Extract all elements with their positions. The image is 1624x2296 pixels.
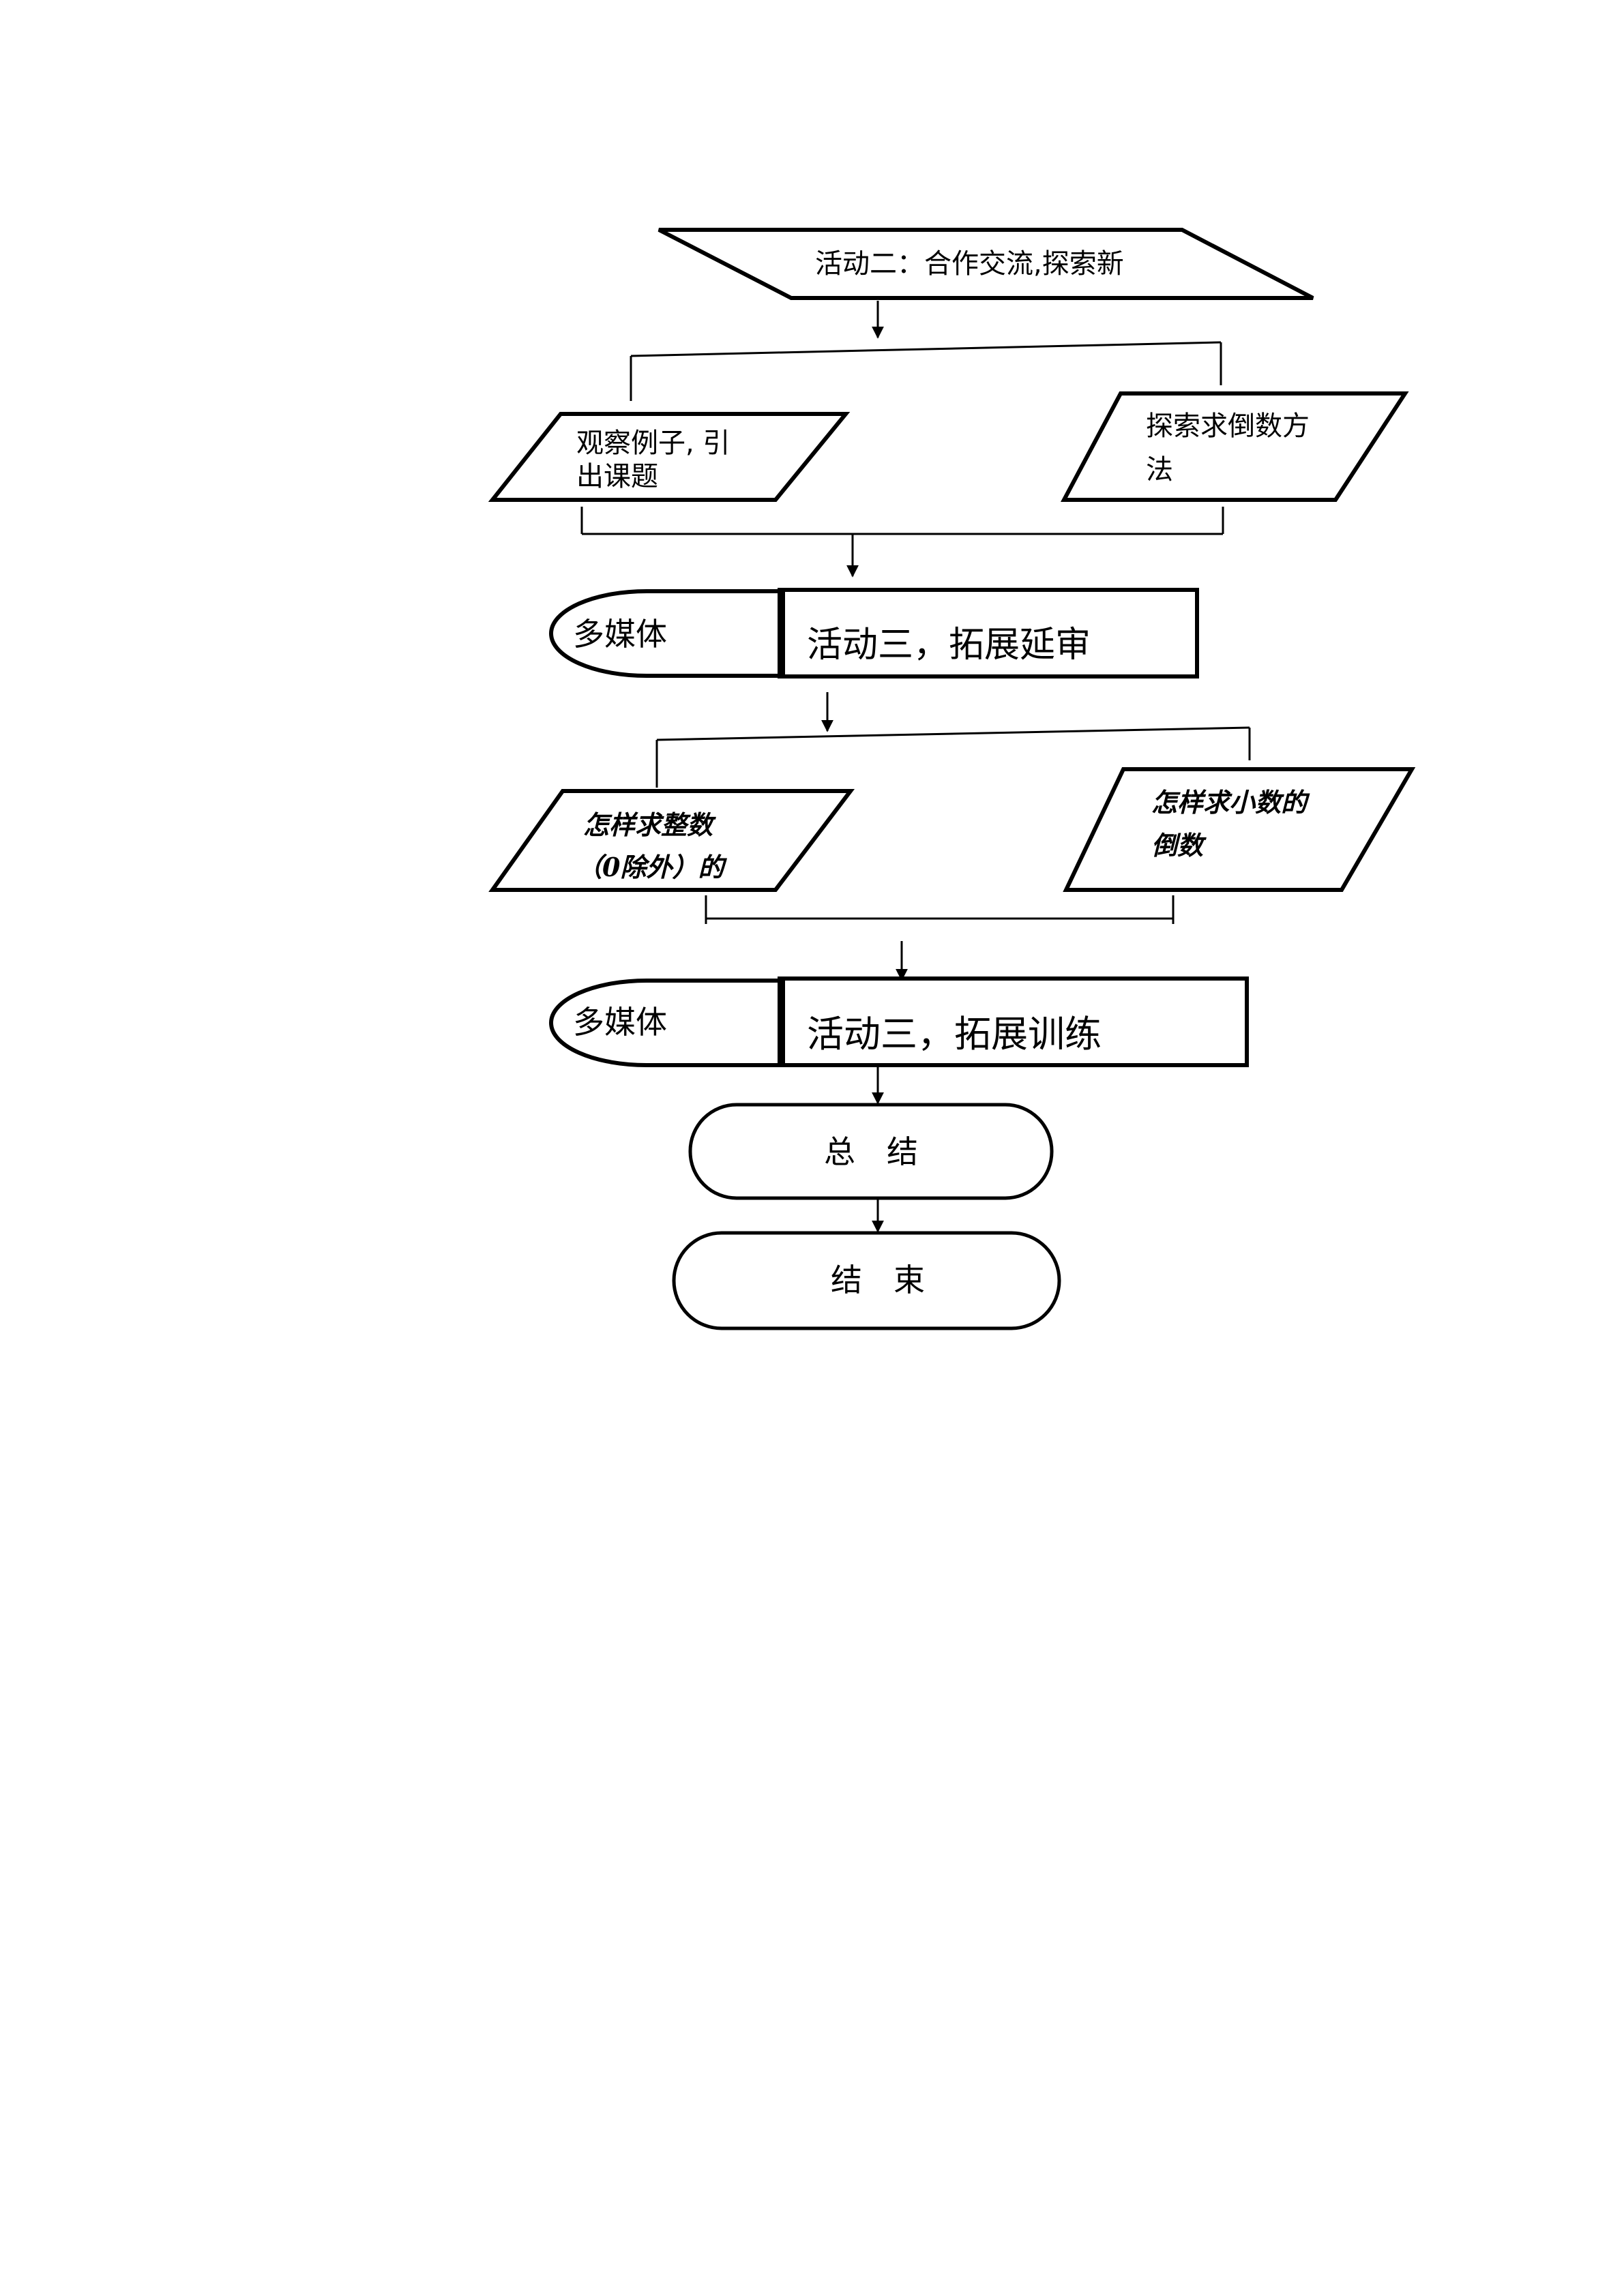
observe-label-line1: 观察例子, 引 [576, 428, 730, 459]
activity3b-label: 活动三，拓展训练 [807, 1013, 1102, 1056]
integer-label-line2: （0除外）的 [576, 852, 727, 882]
activity3b-node: 活动三，拓展训练 [778, 976, 1249, 1067]
decimal-shape [1063, 767, 1416, 892]
integer-shape [488, 789, 855, 892]
observe-label-line2: 出课题 [576, 461, 658, 492]
media1-node: 多媒体 [549, 589, 782, 678]
media1-label: 多媒体 [573, 616, 667, 653]
explore-label-line2: 法 [1146, 454, 1173, 486]
activity3a-node: 活动三，拓展延审 [778, 588, 1199, 679]
merge-bracket-2 [705, 895, 1175, 924]
activity3b-shape [778, 976, 1249, 1067]
activity3a-label: 活动三，拓展延审 [807, 625, 1091, 666]
explore-label-line1: 探索求倒数方 [1146, 411, 1310, 442]
explore-shape [1061, 391, 1409, 502]
activity3a-shape [778, 588, 1199, 679]
activity2-node: 活动二：合作交流,探索新 [658, 228, 1314, 300]
end-label: 结 束 [831, 1262, 925, 1298]
explore-node: 探索求倒数方 法 [1061, 391, 1409, 502]
end-shape [672, 1231, 1061, 1330]
summary-node: 总 结 [688, 1103, 1054, 1200]
split-bracket-2 [655, 726, 1251, 788]
activity2-shape [658, 228, 1314, 300]
decimal-node: 怎样求小数的 倒数 [1063, 767, 1416, 892]
integer-label-line1: 怎样求整数 [583, 809, 716, 840]
media2-label: 多媒体 [573, 1004, 667, 1041]
end-node: 结 束 [672, 1231, 1061, 1330]
observe-shape [488, 412, 851, 502]
merge-bracket-1 [580, 507, 1224, 535]
summary-shape [688, 1103, 1054, 1200]
decimal-label-line1: 怎样求小数的 [1151, 787, 1310, 818]
split-bracket-1 [630, 341, 1222, 401]
activity2-label: 活动二：合作交流,探索新 [815, 248, 1124, 280]
media1-shape [549, 589, 782, 678]
media2-node: 多媒体 [549, 979, 782, 1067]
observe-node: 观察例子, 引 出课题 [488, 412, 851, 502]
media2-shape [549, 979, 782, 1067]
decimal-label-line2: 倒数 [1151, 830, 1207, 861]
summary-label: 总 结 [824, 1133, 918, 1170]
integer-node: 怎样求整数 （0除外）的 [488, 789, 855, 892]
